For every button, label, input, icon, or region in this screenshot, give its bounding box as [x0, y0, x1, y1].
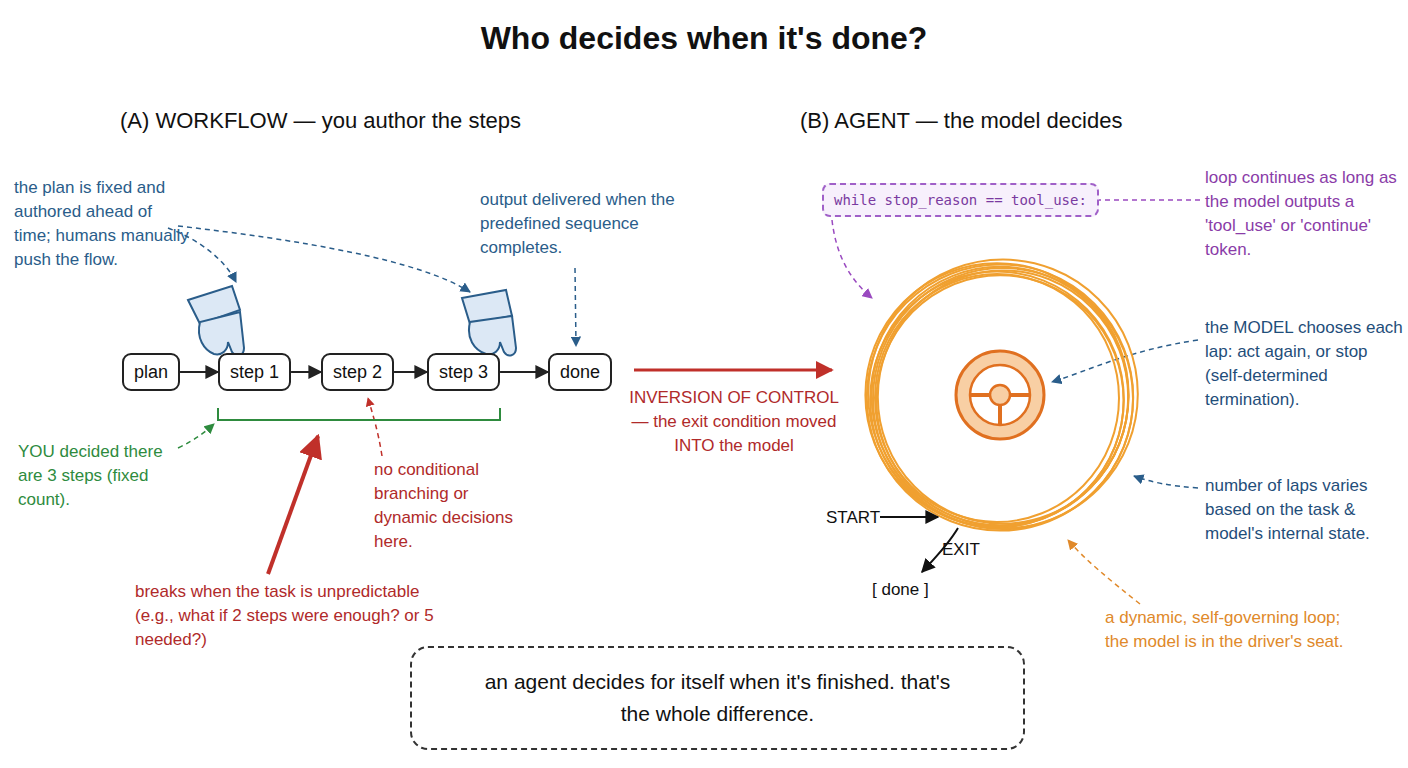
note: a dynamic, self-governing loop; the mode…	[1105, 606, 1350, 654]
caption-box: an agent decides for itself when it's fi…	[410, 646, 1025, 750]
stroke	[832, 220, 872, 298]
caption: an agent decides for itself when it's fi…	[468, 666, 968, 730]
stroke	[867, 264, 1133, 530]
loop-label: [ done ]	[872, 578, 929, 602]
stroke	[1134, 476, 1198, 488]
node-text: plan	[134, 362, 168, 382]
big-arrow	[268, 436, 318, 574]
process-box: plan	[122, 353, 180, 391]
note: YOU decided there are 3 steps (fixed cou…	[18, 440, 183, 512]
start-arrow	[880, 516, 938, 518]
stroke	[575, 268, 576, 346]
stroke	[990, 385, 1010, 405]
note: no conditional branching or dynamic deci…	[374, 458, 514, 554]
process-box: done	[548, 353, 612, 391]
stroke	[970, 365, 1030, 425]
title: Who decides when it's done?	[0, 18, 1408, 58]
node-text: while stop_reason == tool_use:	[834, 192, 1087, 208]
node-text: step 3	[439, 362, 488, 382]
connector	[500, 371, 548, 373]
note: output delivered when the predefined seq…	[480, 188, 680, 260]
node-text: done	[560, 362, 600, 382]
stroke	[872, 267, 1129, 525]
process-box: step 2	[321, 353, 394, 391]
note: breaks when the task is unpredictable (e…	[135, 580, 435, 652]
hand-right	[462, 290, 516, 355]
stroke	[970, 395, 1030, 425]
connector	[291, 371, 321, 373]
loop-label: EXIT	[942, 538, 980, 562]
connector	[180, 371, 218, 373]
note: the MODEL chooses each lap: act again, o…	[1205, 316, 1405, 412]
annotation-heading: (B) AGENT — the model decides	[800, 106, 1220, 136]
process-box: step 1	[218, 353, 291, 391]
note: loop continues as long as the model outp…	[1205, 166, 1405, 262]
stroke	[178, 226, 470, 292]
code-box: while stop_reason == tool_use:	[822, 183, 1099, 217]
annotation-heading: (A) WORKFLOW — you author the steps	[120, 106, 560, 136]
node-text: step 2	[333, 362, 382, 382]
stroke	[1068, 540, 1140, 604]
stroke	[469, 316, 516, 355]
stroke	[868, 260, 1138, 529]
loop-circle	[865, 260, 1137, 531]
note: the plan is fixed and authored ahead of …	[14, 176, 190, 272]
process-box: step 3	[427, 353, 500, 391]
note: number of laps varies based on the task …	[1205, 474, 1405, 546]
steering-wheel	[956, 351, 1044, 439]
node-text: step 1	[230, 362, 279, 382]
stroke	[178, 424, 214, 448]
inversion-arrow	[634, 369, 832, 372]
leaders	[168, 200, 1200, 604]
note: INVERSION OF CONTROL — the exit conditio…	[628, 386, 840, 458]
connector	[394, 371, 427, 373]
stroke	[199, 312, 244, 355]
bracket	[218, 408, 500, 420]
hand-left	[188, 286, 244, 355]
stroke	[876, 275, 1123, 526]
loop-label: START	[826, 506, 880, 530]
stroke	[368, 398, 382, 456]
stroke	[956, 351, 1044, 439]
